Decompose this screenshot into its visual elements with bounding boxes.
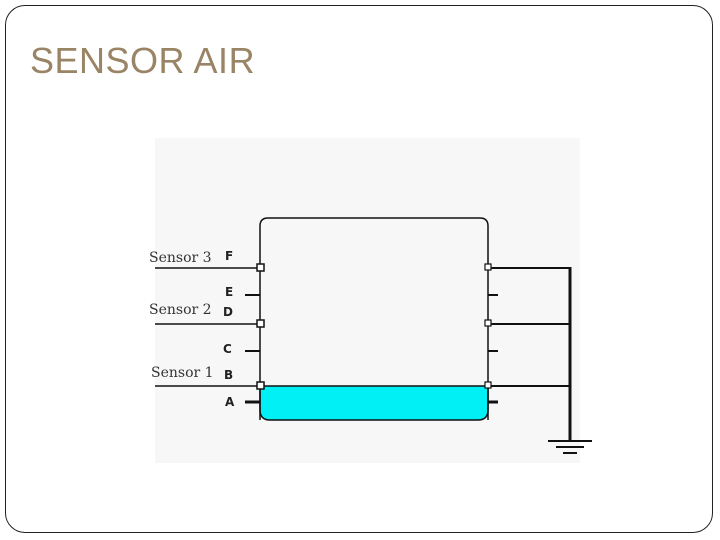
letter-f: F bbox=[225, 249, 233, 263]
terminal-b bbox=[256, 381, 265, 390]
sensor-1-label: Sensor 1 bbox=[151, 365, 214, 381]
terminal-d bbox=[256, 319, 265, 328]
ground-icon bbox=[548, 440, 592, 454]
letter-c: C bbox=[223, 342, 232, 356]
right-terminal-middle bbox=[484, 319, 492, 327]
sensor-3-label: Sensor 3 bbox=[149, 250, 212, 266]
letter-d: D bbox=[223, 305, 233, 319]
letter-b: B bbox=[224, 368, 233, 382]
diagram-canvas: Sensor 3 F E Sensor 2 D C Sensor 1 B A bbox=[149, 138, 592, 463]
letter-e: E bbox=[225, 285, 233, 299]
slide-title: SENSOR AIR bbox=[30, 40, 256, 81]
water-fill bbox=[259, 385, 489, 421]
right-terminal-top bbox=[484, 263, 492, 271]
terminal-f bbox=[256, 263, 265, 272]
tank-outline bbox=[259, 217, 489, 420]
sensor-2-label: Sensor 2 bbox=[149, 302, 212, 318]
water-level-sensor-diagram: Sensor 3 F E Sensor 2 D C Sensor 1 B A bbox=[149, 138, 592, 463]
right-terminal-bottom bbox=[484, 381, 492, 389]
letter-a: A bbox=[225, 395, 235, 409]
